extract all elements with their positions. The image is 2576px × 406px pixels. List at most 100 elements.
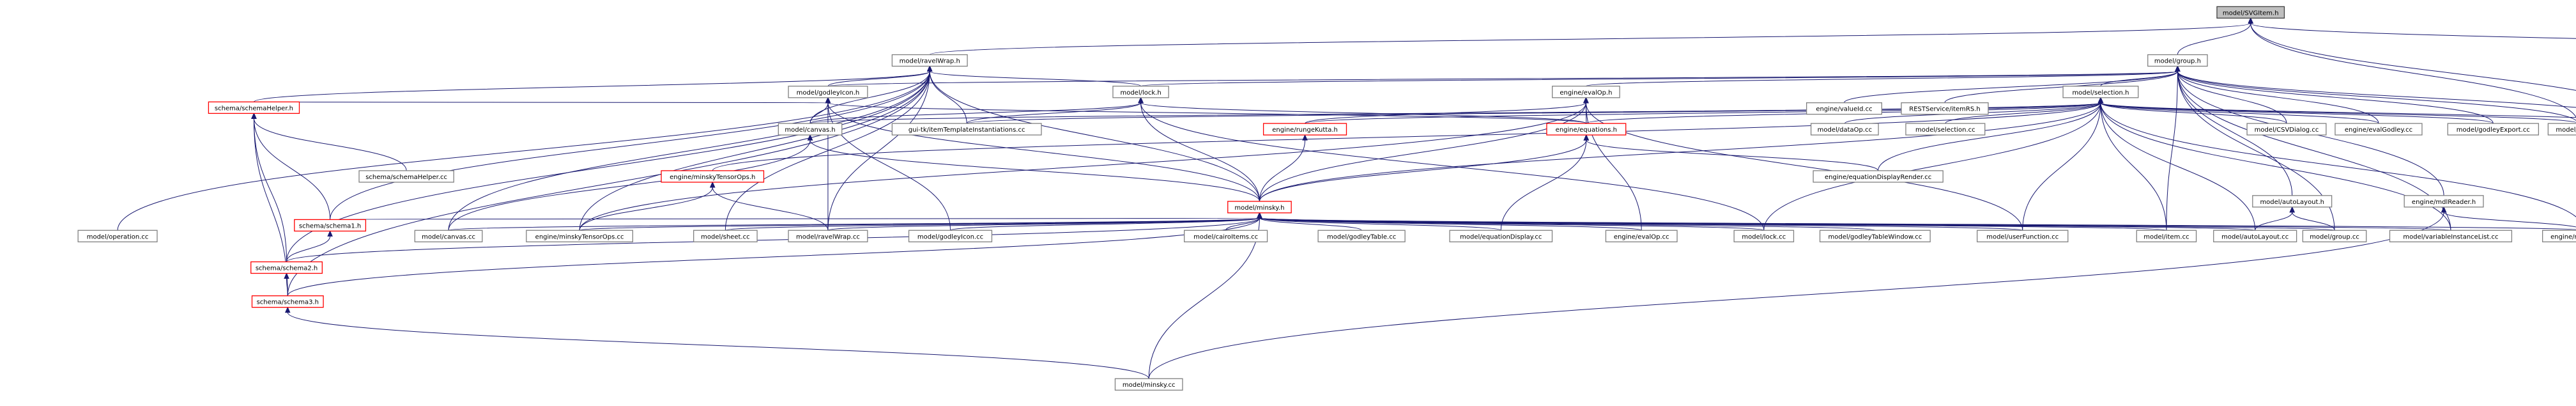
edge-wire-cc-to-svgitem-h bbox=[2248, 17, 2576, 91]
edge-godleytablewindow-cc-to-minsky-h bbox=[1257, 212, 1876, 231]
node-label: model/CSVDialog.cc bbox=[2255, 127, 2319, 134]
node-label: model/group.h bbox=[2154, 58, 2201, 65]
node-evalop-h[interactable]: engine/evalOp.h bbox=[1552, 86, 1620, 98]
node-label: model/sheet.cc bbox=[701, 233, 749, 240]
node-godleyicon-h[interactable]: model/godleyIcon.h bbox=[788, 86, 868, 98]
node-box bbox=[251, 295, 324, 308]
edge-lock-cc-to-minsky-h bbox=[1257, 212, 1765, 231]
node-guitk-cc[interactable]: gui-tk/itemTemplateInstantiations.cc bbox=[891, 123, 1042, 136]
edge-minskytensorops-cc-to-evalop-h bbox=[579, 97, 1589, 231]
node-box bbox=[77, 230, 158, 242]
edge-schema2-h-to-schema1-h bbox=[286, 230, 333, 262]
edge-layer bbox=[117, 17, 2576, 379]
node-group-h[interactable]: model/group.h bbox=[2147, 54, 2208, 67]
node-godleytablewindow-cc[interactable]: model/godleyTableWindow.cc bbox=[1819, 230, 1931, 242]
node-box bbox=[1977, 230, 2069, 242]
node-lock-cc[interactable]: model/lock.cc bbox=[1733, 230, 1795, 242]
node-label: engine/minskyTensorOps.h bbox=[670, 174, 755, 181]
edge-csvdialog-cc-to-group-h bbox=[2175, 65, 2287, 124]
node-box bbox=[778, 123, 843, 136]
node-eqdisplayrender-cc[interactable]: engine/equationDisplayRender.cc bbox=[1813, 170, 1943, 183]
node-svgitem-h[interactable]: model/SVGItem.h bbox=[2216, 6, 2285, 19]
node-box bbox=[414, 230, 483, 242]
node-schema3-h[interactable]: schema/schema3.h bbox=[251, 295, 324, 308]
node-box bbox=[1227, 201, 1292, 214]
edge-schema3-h-to-schema2-h bbox=[284, 272, 289, 296]
node-box bbox=[2062, 86, 2139, 98]
node-rungekutta-h[interactable]: engine/rungeKutta.h bbox=[1262, 123, 1347, 136]
node-box bbox=[788, 86, 868, 98]
node-group-cc[interactable]: model/group.cc bbox=[2302, 230, 2367, 242]
node-godleytable-cc[interactable]: model/godleyTable.cc bbox=[1317, 230, 1406, 242]
node-operation-cc[interactable]: model/operation.cc bbox=[77, 230, 158, 242]
node-minskytensorops-h[interactable]: engine/minskyTensorOps.h bbox=[661, 170, 765, 183]
node-eqdisplay-cc[interactable]: model/equationDisplay.cc bbox=[1449, 230, 1553, 242]
node-port-cc[interactable]: model/port.cc bbox=[2547, 123, 2576, 136]
node-box bbox=[1546, 123, 1627, 136]
node-userfunction-cc[interactable]: model/userFunction.cc bbox=[1977, 230, 2069, 242]
node-label: engine/valueId.cc bbox=[1816, 106, 1872, 113]
node-godleyexport-cc[interactable]: model/godleyExport.cc bbox=[2447, 123, 2540, 136]
node-godleyicon-cc[interactable]: model/godleyIcon.cc bbox=[908, 230, 993, 242]
node-evalgodley-cc[interactable]: engine/evalGodley.cc bbox=[2334, 123, 2423, 136]
node-schema2-h[interactable]: schema/schema2.h bbox=[250, 261, 323, 274]
edge-mdlreader-cc-to-mdlreader-h bbox=[2441, 206, 2576, 228]
node-label: model/port.cc bbox=[2556, 127, 2576, 134]
node-label: engine/minskyTensorOps.cc bbox=[535, 233, 624, 240]
node-ravelwrap-h[interactable]: model/ravelWrap.h bbox=[891, 54, 968, 67]
node-box bbox=[661, 170, 765, 183]
node-csvdialog-cc[interactable]: model/CSVDialog.cc bbox=[2246, 123, 2327, 136]
node-mdlreader-cc[interactable]: engine/mdlReader.cc bbox=[2542, 230, 2576, 242]
node-box bbox=[2252, 195, 2333, 208]
node-item-cc[interactable]: model/item.cc bbox=[2136, 230, 2197, 242]
node-mdlreader-h[interactable]: engine/mdlReader.h bbox=[2404, 195, 2484, 208]
node-selection-cc[interactable]: model/selection.cc bbox=[1905, 123, 1986, 136]
node-label: model/ravelWrap.cc bbox=[796, 233, 860, 240]
node-minskytensorops-cc[interactable]: engine/minskyTensorOps.cc bbox=[526, 230, 634, 242]
node-variableinstancelist-cc[interactable]: model/variableInstanceList.cc bbox=[2389, 230, 2513, 242]
node-box bbox=[1901, 102, 1989, 115]
node-minsky-cc[interactable]: model/minsky.cc bbox=[1114, 378, 1183, 391]
node-label: engine/evalOp.h bbox=[1560, 90, 1612, 97]
node-schemahelper-h[interactable]: schema/schemaHelper.h bbox=[208, 101, 300, 114]
node-autolayout-h[interactable]: model/autoLayout.h bbox=[2252, 195, 2333, 208]
node-label: schema/schema3.h bbox=[257, 299, 319, 306]
edge-minsky-cc-to-minsky-h bbox=[1148, 212, 1262, 379]
node-box bbox=[1819, 230, 1931, 242]
node-box bbox=[891, 54, 968, 67]
node-cairoitems-cc[interactable]: model/cairoItems.cc bbox=[1184, 230, 1268, 242]
node-evalop-cc[interactable]: engine/evalOp.cc bbox=[1605, 230, 1678, 242]
edge-minsky-h-to-equations-h bbox=[1259, 134, 1590, 201]
edge-godleyexport-cc-to-selection-h bbox=[2097, 97, 2494, 124]
node-box bbox=[1114, 378, 1183, 391]
node-dataop-cc[interactable]: model/dataOp.cc bbox=[1810, 123, 1879, 136]
node-label: model/variableInstanceList.cc bbox=[2403, 233, 2498, 240]
node-equations-h[interactable]: engine/equations.h bbox=[1546, 123, 1627, 136]
node-box bbox=[908, 230, 993, 242]
node-label: engine/mdlReader.cc bbox=[2550, 233, 2576, 240]
edge-evalop-cc-to-evalop-h bbox=[1583, 97, 1642, 231]
node-restitems-h[interactable]: RESTService/itemRS.h bbox=[1901, 102, 1989, 115]
node-selection-h[interactable]: model/selection.h bbox=[2062, 86, 2139, 98]
edge-minsky-h-to-canvas-h bbox=[807, 134, 1260, 201]
node-schemahelper-cc[interactable]: schema/schemaHelper.cc bbox=[358, 170, 454, 183]
node-schema1-h[interactable]: schema/schema1.h bbox=[294, 219, 367, 232]
node-autolayout-cc[interactable]: model/autoLayout.cc bbox=[2213, 230, 2297, 242]
node-sheet-cc[interactable]: model/sheet.cc bbox=[693, 230, 758, 242]
node-ravelwrap-cc[interactable]: model/ravelWrap.cc bbox=[788, 230, 868, 242]
node-box bbox=[1605, 230, 1678, 242]
node-label: model/dataOp.cc bbox=[1818, 127, 1872, 134]
node-valueid-cc[interactable]: engine/valueId.cc bbox=[1805, 102, 1882, 115]
edge-schema3-h-to-ravelwrap-h bbox=[287, 65, 933, 296]
node-box bbox=[1733, 230, 1795, 242]
node-minsky-h[interactable]: model/minsky.h bbox=[1227, 201, 1292, 214]
node-canvas-h[interactable]: model/canvas.h bbox=[778, 123, 843, 136]
node-label: model/canvas.h bbox=[785, 127, 835, 134]
node-box bbox=[1552, 86, 1620, 98]
node-label: model/item.cc bbox=[2143, 233, 2189, 240]
node-canvas-cc[interactable]: model/canvas.cc bbox=[414, 230, 483, 242]
node-label: model/selection.h bbox=[2072, 90, 2129, 97]
edge-minskytensorops-cc-to-minskytensorops-h bbox=[579, 181, 716, 231]
node-lock-h[interactable]: model/lock.h bbox=[1112, 86, 1169, 98]
